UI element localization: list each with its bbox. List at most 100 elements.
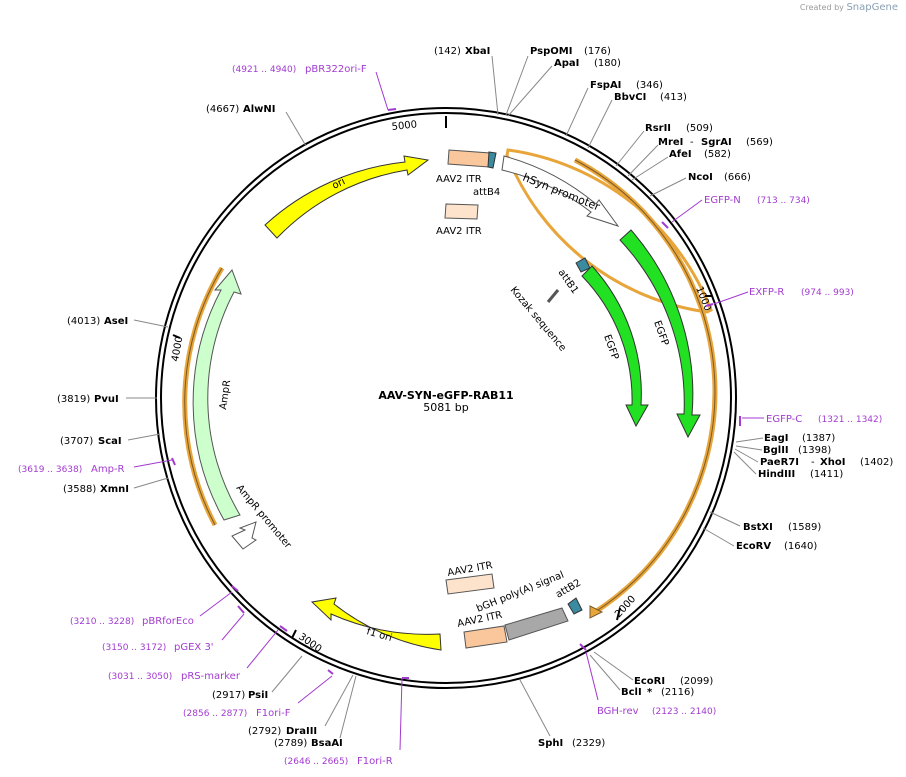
feature-bgh-polya[interactable]	[504, 607, 569, 641]
feature-aav2-itr-top[interactable]	[447, 149, 491, 168]
site-name-draiii[interactable]: DraIII	[286, 726, 317, 737]
primer-mark-pbrforeco	[231, 585, 239, 592]
primer-range-f1ori-f: (2856 .. 2877)	[183, 709, 247, 719]
site-name-bcli[interactable]: BclI	[621, 687, 642, 698]
primer-name-exfp-r[interactable]: EXFP-R	[749, 287, 784, 298]
primer-range-prs-marker: (3031 .. 3050)	[108, 672, 172, 682]
feature-label-attb1: attB1	[556, 267, 581, 296]
leader-pspomi	[505, 55, 529, 116]
site-name-ncoi[interactable]: NcoI	[688, 172, 713, 183]
feature-label-aav2-itr-inner: AAV2 ITR	[436, 226, 482, 237]
feature-label-kozak-sequence: Kozak sequence	[508, 285, 568, 354]
primer-name-pbrforeco[interactable]: pBRforEco	[142, 616, 194, 627]
site-pos-ncoi: (666)	[724, 172, 751, 183]
site-name-eagi[interactable]: EagI	[764, 433, 788, 444]
site-name-ecorv[interactable]: EcoRV	[736, 541, 771, 552]
primer-name-f1ori-r[interactable]: F1ori-R	[357, 756, 393, 767]
leader-hindiii	[733, 451, 757, 475]
site-name-pspomi[interactable]: PspOMI	[530, 46, 572, 57]
feature-hsyn-promoter[interactable]	[501, 155, 620, 227]
primer-name-amp-r[interactable]: Amp-R	[91, 464, 125, 475]
site-name-scai[interactable]: ScaI	[98, 436, 122, 447]
leader-ncoi	[649, 177, 687, 197]
credit-text: Created by	[799, 3, 844, 12]
site-pos-asei: (4013)	[67, 316, 100, 327]
tick-5000: 5000	[391, 116, 447, 133]
site-name-pvui[interactable]: PvuI	[94, 394, 119, 405]
site-pos-eagi: (1387)	[802, 433, 835, 444]
feature-label-f1-ori: f1 ori	[365, 626, 393, 644]
site-name-hindiii[interactable]: HindIII	[758, 469, 795, 480]
feature-f1-ori[interactable]	[310, 597, 442, 651]
primer-mark-pgex	[237, 605, 245, 614]
feature-ori[interactable]	[264, 155, 430, 239]
leader-rsrii	[615, 130, 645, 167]
site-name-mrei[interactable]: MreI	[658, 137, 683, 148]
site-name-xmni[interactable]: XmnI	[100, 484, 129, 495]
primer-leader-exfp-r	[713, 291, 749, 305]
primer-name-pgex[interactable]: pGEX 3'	[174, 642, 214, 653]
tick-label-5000: 5000	[391, 119, 417, 133]
feature-egfp-outer[interactable]	[619, 229, 701, 439]
feature-ampr-promoter[interactable]	[231, 521, 257, 550]
site-pos-ecori: (2099)	[680, 676, 713, 687]
site-name-sphi[interactable]: SphI	[538, 738, 563, 749]
site-name-bsaai[interactable]: BsaAI	[311, 738, 343, 749]
primer-range-egfp-c: (1321 .. 1342)	[818, 415, 882, 425]
primer-name-prs-marker[interactable]: pRS-marker	[181, 671, 241, 682]
tick-label-3000: 3000	[296, 631, 323, 655]
feature-aav2-itr-inner[interactable]	[444, 203, 479, 220]
primer-mark-pbr322ori-f	[387, 108, 397, 111]
primer-leader-pbrforeco	[199, 591, 233, 617]
plasmid-size: 5081 bp	[423, 401, 468, 414]
site-pos-ecorv: (1640)	[784, 541, 817, 552]
plasmid-name: AAV-SYN-eGFP-RAB11	[378, 389, 513, 402]
primer-range-pbr322ori-f: (4921 .. 4940)	[232, 65, 296, 75]
site-pos-draiii: (2792)	[248, 726, 281, 737]
site-name-psii[interactable]: PsiI	[248, 690, 268, 701]
site-name-bstxi[interactable]: BstXI	[743, 522, 773, 533]
leader-bsaai	[339, 675, 357, 739]
site-name-bglii[interactable]: BglII	[763, 445, 789, 456]
primer-leader-bgh-rev	[585, 651, 599, 701]
site-name-alwni[interactable]: AlwNI	[243, 104, 276, 115]
feature-attb4[interactable]	[487, 151, 497, 169]
leader-ecori	[593, 651, 634, 681]
primer-leader-pbr322ori-f	[375, 71, 389, 111]
feature-attb2[interactable]	[567, 597, 583, 615]
site-name-afei[interactable]: AfeI	[669, 149, 692, 160]
primer-name-f1ori-f[interactable]: F1ori-F	[256, 708, 291, 719]
site-pos-bcli: (2116)	[661, 687, 694, 698]
site-name-ecori[interactable]: EcoRI	[634, 676, 665, 687]
primer-leader-egfp-n	[671, 199, 703, 223]
leader-bglii	[735, 445, 763, 451]
primer-name-egfp-c[interactable]: EGFP-C	[766, 414, 802, 425]
feature-aav2-itr-bottom[interactable]	[463, 625, 508, 649]
site-name-paer7i[interactable]: PaeR7I	[760, 457, 799, 468]
orange-arc-arrowhead	[589, 605, 604, 619]
site-name-rsrii[interactable]: RsrII	[645, 123, 671, 134]
primer-name-pbr322ori-f[interactable]: pBR322ori-F	[305, 64, 367, 75]
leader-afei	[631, 156, 669, 181]
site-name-sgrai[interactable]: SgrAI	[701, 137, 732, 148]
site-name-apai[interactable]: ApaI	[554, 58, 579, 69]
leader-bcli	[589, 654, 621, 691]
tick-3000: 3000	[291, 629, 323, 655]
feature-egfp-inner[interactable]	[581, 265, 649, 428]
site-name-xbai[interactable]: XbaI	[465, 46, 490, 57]
primer-range-pbrforeco: (3210 .. 3228)	[70, 617, 134, 627]
site-name-asei[interactable]: AseI	[104, 316, 128, 327]
site-pos-pspomi: (176)	[584, 46, 611, 57]
primer-name-bgh-rev[interactable]: BGH-rev	[597, 706, 639, 717]
feature-kozak-sequence[interactable]	[546, 289, 560, 303]
site-name-xhoi[interactable]: XhoI	[820, 457, 845, 468]
site-pos-psii: (2917)	[212, 690, 245, 701]
feature-aav2-itr-inner-bottom[interactable]	[445, 573, 495, 595]
site-pos-bstxi: (1589)	[788, 522, 821, 533]
primer-name-egfp-n[interactable]: EGFP-N	[704, 195, 741, 206]
site-name-bbvci[interactable]: BbvCI	[614, 92, 646, 103]
site-name-fspai[interactable]: FspAI	[590, 80, 621, 91]
feature-ampr[interactable]	[192, 269, 242, 521]
site-dash-paer7i: -	[811, 457, 815, 468]
